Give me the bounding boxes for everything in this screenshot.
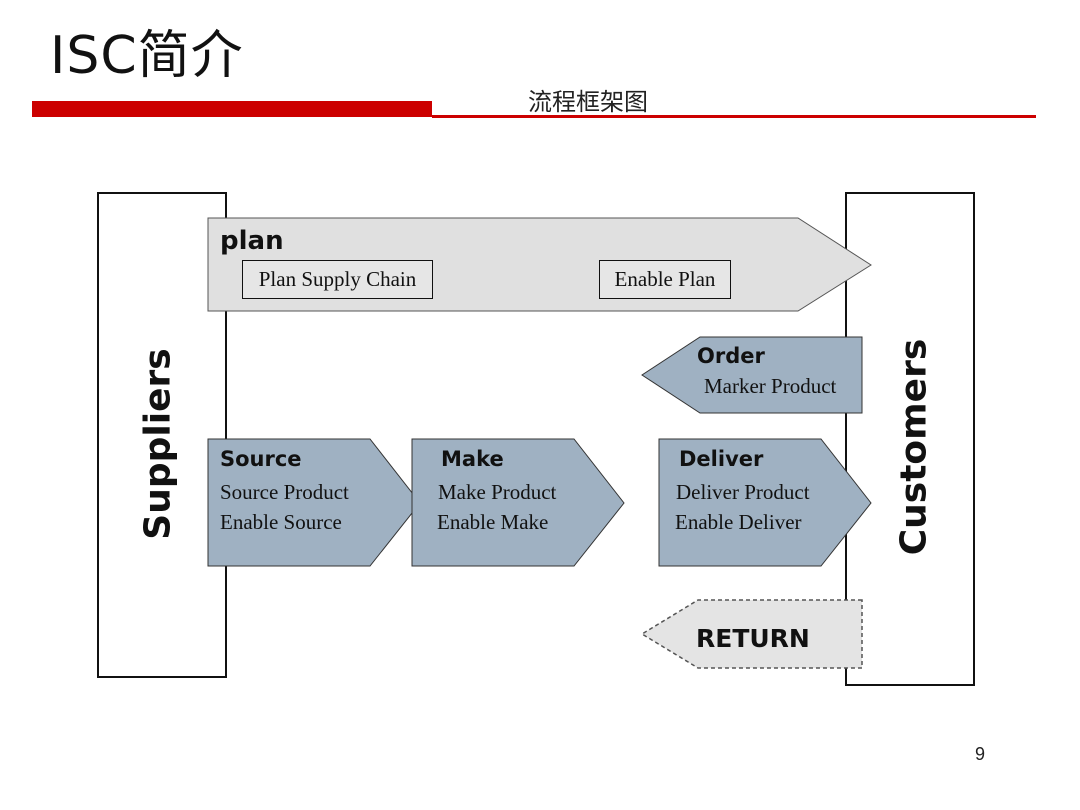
customers-label: Customers [893,338,935,556]
deliver-chevron-shape [658,438,872,567]
deliver-line-2: Enable Deliver [675,510,802,534]
customers-box [845,192,975,686]
title-underline-thick [32,101,432,117]
suppliers-box [97,192,227,678]
title-underline-thin [432,115,1036,118]
deliver-line-1: Deliver Product [676,480,810,504]
suppliers-label: Suppliers [137,348,179,540]
plan-item-enable-plan: Enable Plan [599,260,731,299]
order-title: Order [697,344,765,368]
order-arrow-shape [641,336,863,414]
source-line-2: Enable Source [220,510,342,534]
return-arrow-shape [640,599,863,669]
make-title: Make [441,447,504,471]
make-line-2: Enable Make [437,510,549,534]
slide-subtitle: 流程框架图 [528,88,648,116]
source-chevron-shape [207,438,421,567]
slide-title: ISC简介 [50,26,244,86]
deliver-title: Deliver [679,447,764,471]
source-title: Source [220,447,302,471]
page-number: 9 [975,744,986,764]
order-line: Marker Product [704,374,837,398]
make-chevron-shape [411,438,625,567]
source-line-1: Source Product [220,480,349,504]
make-line-1: Make Product [438,480,557,504]
plan-title: plan [220,226,284,256]
plan-item-plan-supply-chain: Plan Supply Chain [242,260,433,299]
return-title: RETURN [696,624,810,653]
